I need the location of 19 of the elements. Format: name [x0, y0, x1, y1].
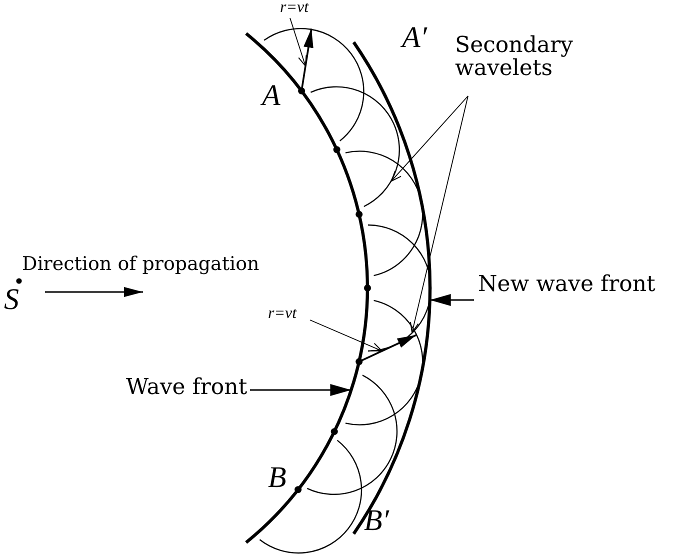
radius-label: r=vt — [268, 306, 297, 323]
leader-line — [310, 320, 382, 352]
wavelet-arc — [310, 86, 400, 208]
arrow — [250, 384, 352, 396]
arrow — [430, 294, 474, 306]
point-label: B′ — [364, 505, 389, 536]
callout-label: New wave front — [478, 273, 656, 296]
leader-line — [390, 96, 468, 182]
point-label: S — [4, 284, 19, 316]
leader-line — [290, 18, 307, 67]
callout-label: Wave front — [126, 376, 248, 400]
radius-label: r=vt — [280, 0, 309, 17]
point-label: A — [262, 80, 280, 112]
caption-text: Direction of propagation — [22, 255, 260, 275]
point-label: B — [268, 462, 286, 494]
radius-arrow — [358, 334, 417, 362]
leader-line — [410, 96, 468, 334]
callout-label: Secondary wavelets — [455, 34, 585, 80]
point-label: A′ — [402, 22, 427, 54]
